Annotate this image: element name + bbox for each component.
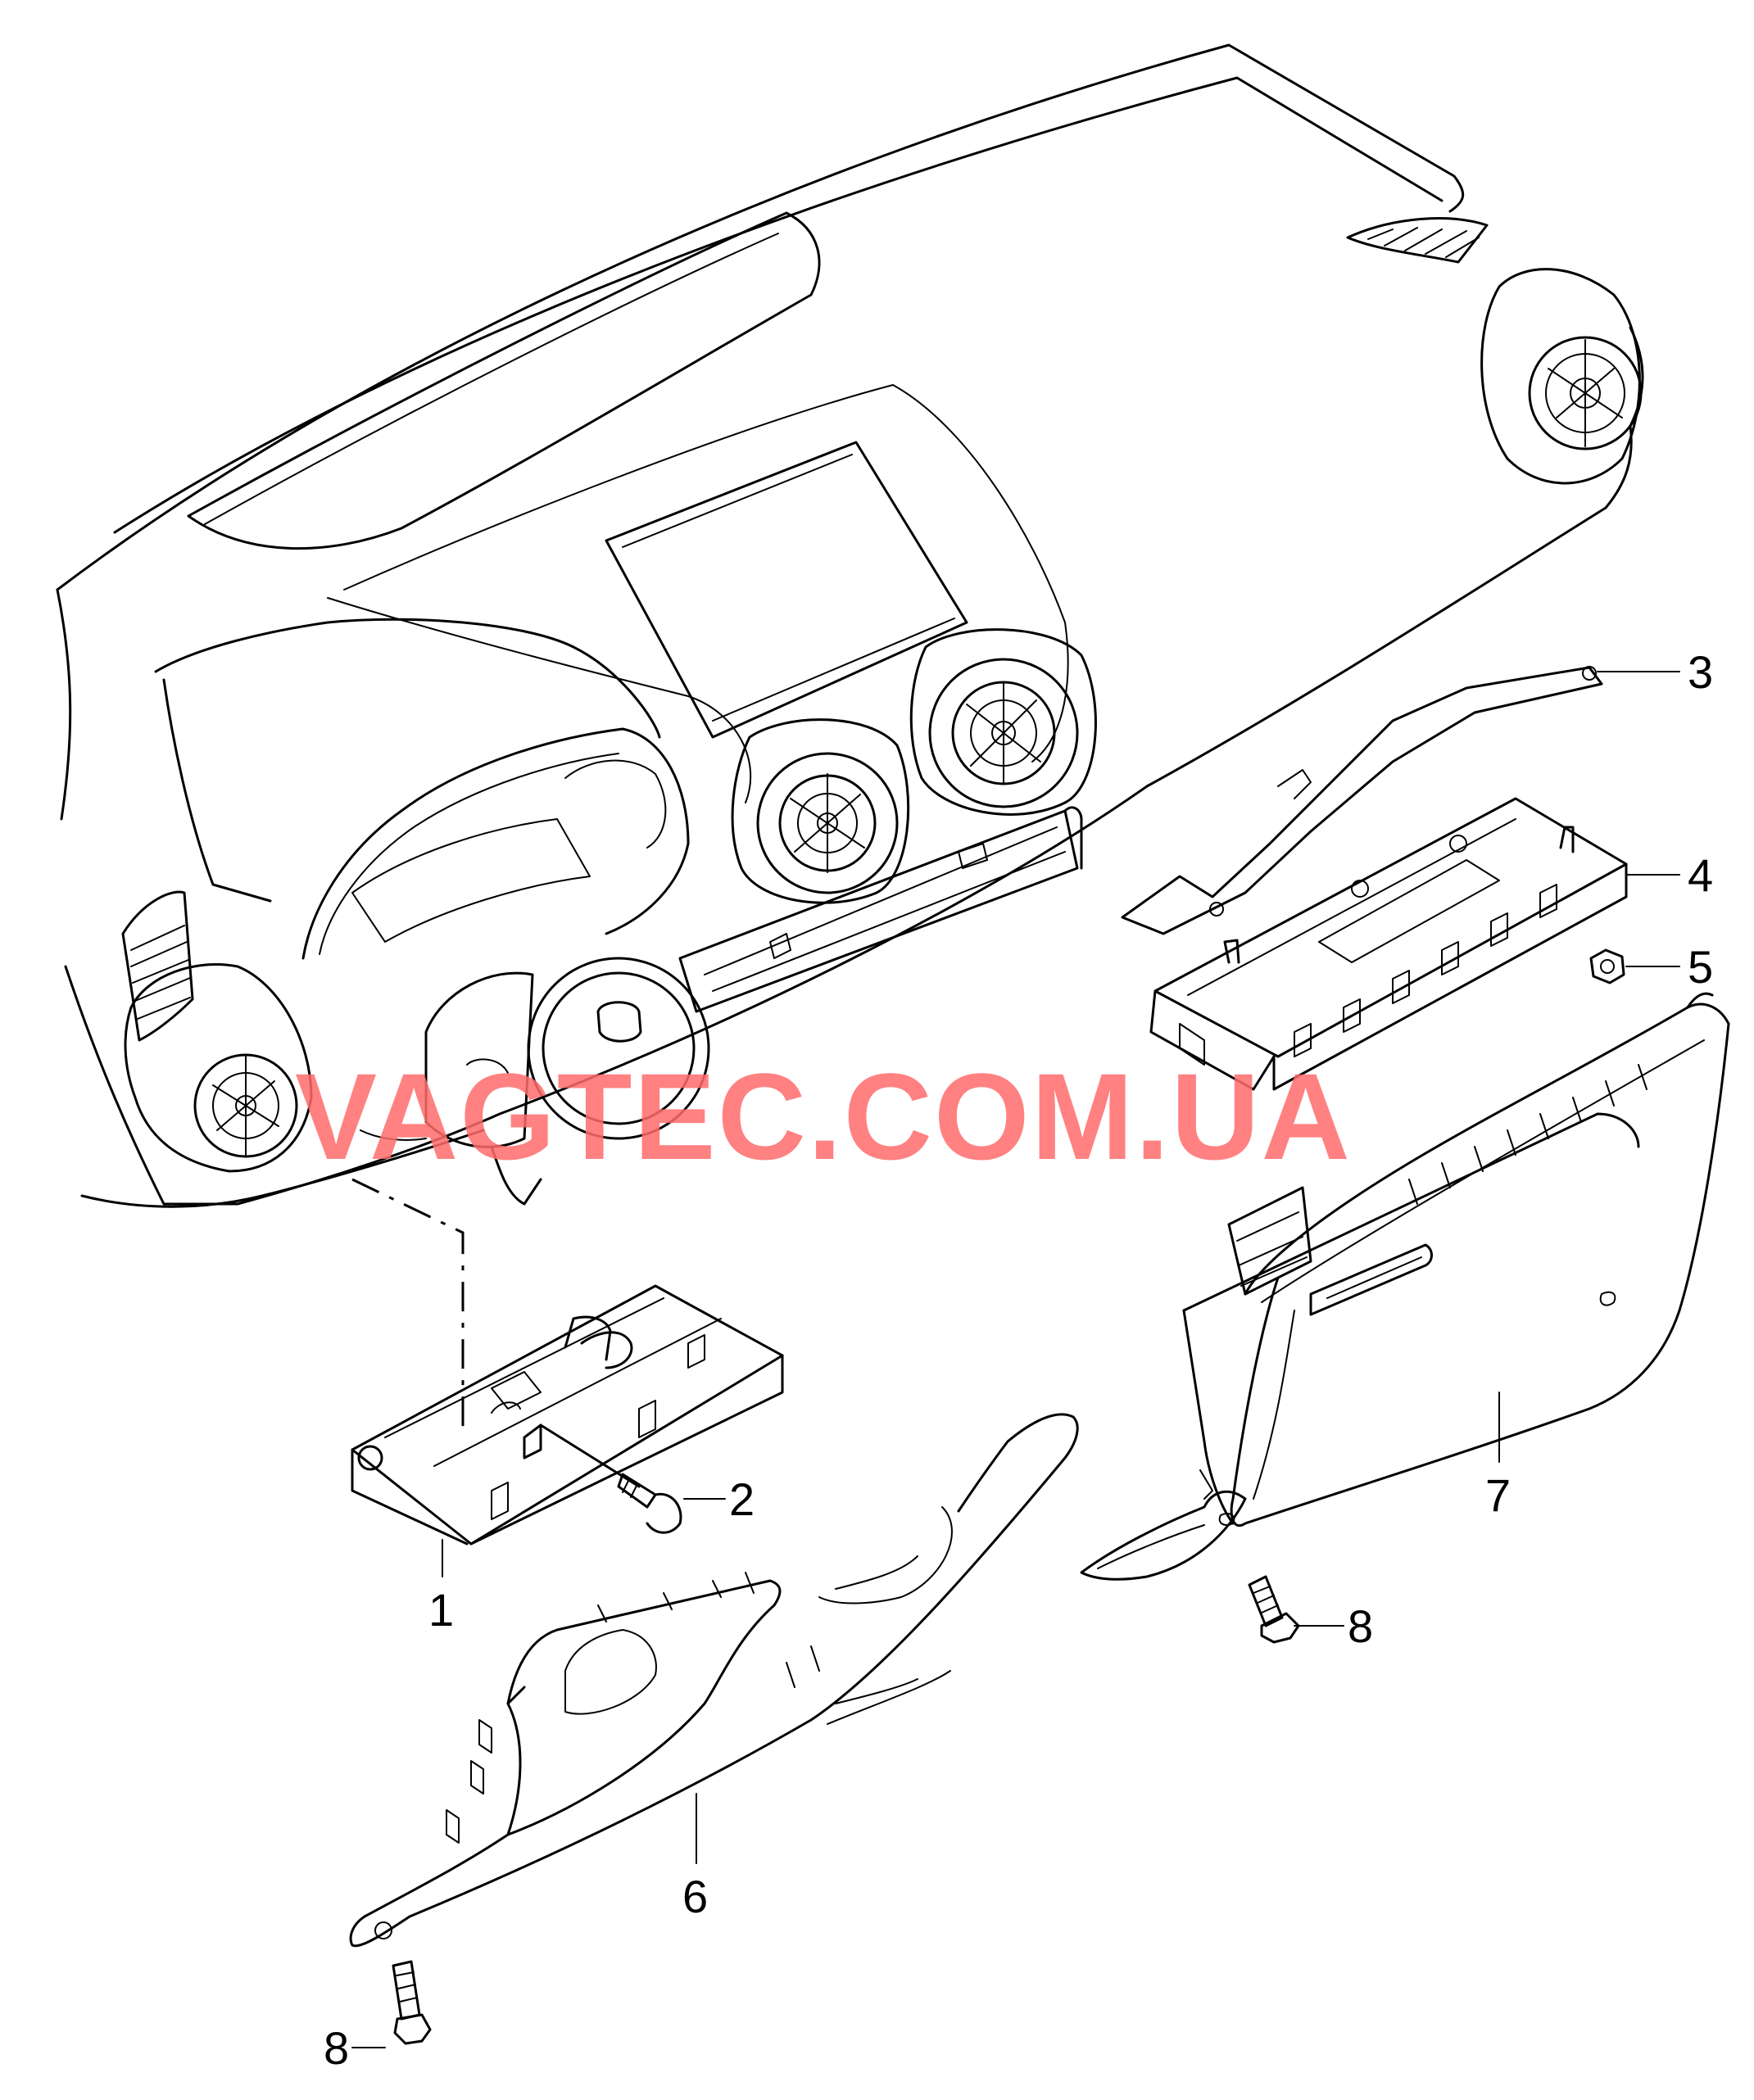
passenger-airbag-module	[351, 1284, 784, 1546]
fastening-bolt-right	[1248, 1575, 1300, 1644]
dashboard-assembly	[56, 43, 1644, 1208]
watermark-text: VAGTEC.COM.UA	[295, 1048, 1352, 1185]
callout-8-right: 8	[1348, 1600, 1373, 1652]
airbag-bolt	[539, 1423, 682, 1534]
knee-airbag-bracket	[1121, 666, 1603, 935]
callout-6: 6	[682, 1871, 708, 1922]
glove-box	[1080, 992, 1730, 1581]
callout-5: 5	[1688, 941, 1713, 993]
leader-lines	[351, 671, 1680, 2048]
callout-2: 2	[729, 1473, 755, 1525]
callout-1: 1	[428, 1584, 454, 1636]
knee-airbag-module	[1149, 797, 1628, 1091]
callout-3: 3	[1688, 646, 1713, 698]
callout-4: 4	[1688, 849, 1713, 901]
fastening-bolt-left	[392, 1960, 432, 2045]
assembly-line	[351, 1178, 465, 1433]
lower-trim-panel	[349, 1413, 1079, 1948]
callout-8-left: 8	[324, 2022, 349, 2074]
callout-labels: 3 4 5 2 1 6 7 8 8	[324, 646, 1713, 2074]
callout-7: 7	[1485, 1469, 1511, 1521]
hex-nut	[1589, 948, 1625, 984]
